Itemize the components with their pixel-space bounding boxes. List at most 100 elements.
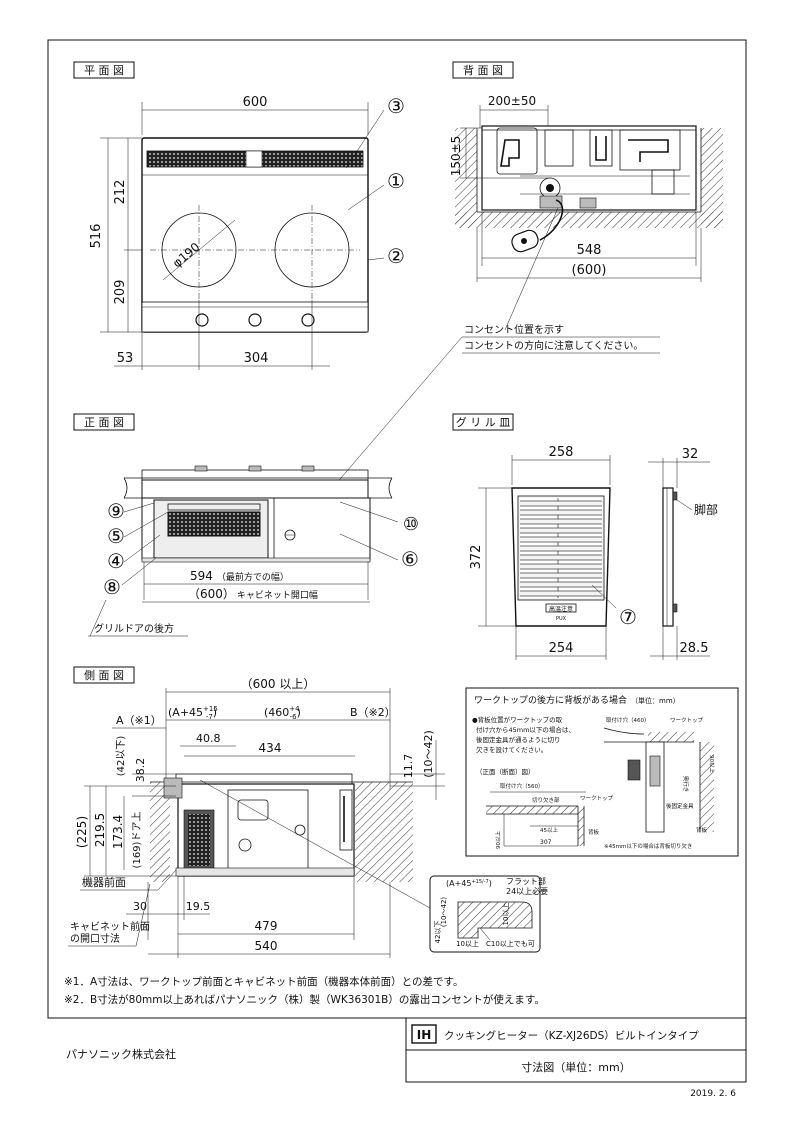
worktop-label-b: ワークトップ <box>580 795 614 802</box>
side-dim-1734: 173.4 <box>111 815 125 849</box>
grill-side-profile <box>662 487 674 627</box>
worktop-back-plate: 背板 <box>588 828 600 836</box>
knob-right <box>301 313 315 327</box>
back-body <box>481 125 697 211</box>
title-company: パナソニック株式会社 <box>66 1047 176 1061</box>
grill-view-label: グ リ ル 皿 <box>456 415 511 429</box>
grill-plate-mark: PUX <box>556 616 567 622</box>
worktop-note-4: 欠きを設けてください。 <box>476 745 547 754</box>
worktop-note-1: ●背板位置がワークトップの取 <box>472 715 563 724</box>
side-overall-dim: （600 以上） <box>241 677 316 691</box>
worktop-back-plate-detail: ワークトップの後方に背板がある場合（単位：mm） ●背板位置がワークトップの取 … <box>465 687 739 857</box>
side-b-label: B（※2） <box>350 706 396 719</box>
back-opening-dim: (600) <box>572 263 607 278</box>
grill-door-note: グリルドアの後方 <box>94 622 174 635</box>
grill-width-bottom-dim: 254 <box>549 641 574 656</box>
worktop-note-bottom: ※45mm以下の場合は背板切り欠き <box>604 842 692 850</box>
callout-4: ④ <box>107 549 125 573</box>
side-dim-1042: (10～42) <box>422 730 435 778</box>
knob-left <box>195 313 209 327</box>
plan-top-dim: 212 <box>113 180 128 205</box>
callout-7: ⑦ <box>619 605 637 629</box>
side-c-dim: (460+4-6) <box>264 705 301 721</box>
side-dim-117: 11.7 <box>402 754 415 779</box>
callout-9: ⑨ <box>107 499 125 523</box>
worktop-back-plate-b: 背板 <box>696 826 708 834</box>
worktop-90b: 90以上 <box>708 755 716 773</box>
knob-center <box>248 313 262 327</box>
grill-thickness-dim: 32 <box>682 447 699 462</box>
detail-worktop-edge: (A+45+15/-7) フラット部 24以上必要 (10～42) 10以上 4… <box>429 875 548 953</box>
plan-left-margin-dim: 53 <box>117 351 134 366</box>
worktop-hole-460: 取付け穴（460） <box>606 716 650 724</box>
title-drawing: 寸法図（単位：mm） <box>521 1060 630 1074</box>
plan-view-label: 平 面 図 <box>84 64 124 77</box>
front-width-dim: 594（最前方での幅） <box>190 569 289 583</box>
detail-10b: 10以上 <box>456 939 479 948</box>
side-dim-30: 30 <box>133 900 147 913</box>
side-dim-42: (42以下) <box>116 736 127 777</box>
cabinet-front-note-1: キャビネット前面 <box>70 920 150 933</box>
side-dim-408: 40.8 <box>196 732 221 745</box>
back-outlet-height-dim: 150±5 <box>449 136 463 177</box>
side-front-label: 機器前面 <box>82 875 126 889</box>
back-outlet-span-dim: 200±50 <box>488 94 536 108</box>
callout-2: ② <box>387 244 405 268</box>
worktop-hole-560: 取付け穴（560） <box>500 782 544 790</box>
title-date: 2019. 2. 6 <box>690 1089 736 1099</box>
grill-height-dim: 372 <box>469 545 484 570</box>
front-cabinet-dim: （600）キャビネット開口幅 <box>188 587 318 601</box>
side-dim-434: 434 <box>259 741 282 755</box>
side-a-label: A（※1） <box>116 714 162 727</box>
worktop-label-a: ワークトップ <box>670 717 704 724</box>
worktop-90: 90以上 <box>494 831 502 849</box>
note-2: ※2．B寸法が80mm以上あればパナソニック（株）製（WK36301B）の露出コ… <box>64 993 545 1006</box>
title-block: IH クッキングヒーター（KZ-XJ26DS）ビルトインタイプ 寸法図（単位：m… <box>66 1017 747 1099</box>
detail-1042: (10～42) <box>440 897 448 928</box>
worktop-fixture: 後固定金具 <box>666 802 694 810</box>
plan-view: 平 面 図 600 φ190 516 212 209 <box>73 61 405 370</box>
worktop-cut: 切り欠き部 <box>532 796 560 804</box>
detail-flat-2: 24以上必要 <box>506 886 548 896</box>
worktop-section-label: （正面（断面）図） <box>476 767 535 776</box>
detail-flat-1: フラット部 <box>506 876 546 886</box>
callout-8: ⑧ <box>103 575 121 599</box>
front-view: 正 面 図 ⑨ ⑤ ④ ⑧ ⑩ ⑥ <box>73 413 419 637</box>
worktop-note-3: 後固定金具が通るように切り <box>476 735 561 744</box>
side-dim-2195: 219.5 <box>93 813 107 847</box>
sheet-border <box>47 39 747 1019</box>
detail-c10: C10以上でも可 <box>486 939 535 948</box>
worktop-depth: 奥行き <box>682 776 690 793</box>
grill-pan-view: グ リ ル 皿 258 高温注意 PUX 372 254 ⑦ 32 脚部 <box>452 413 718 660</box>
grill-leg-label: 脚部 <box>694 502 718 517</box>
detail-a45-dim: (A+45+15/-7) <box>446 879 492 888</box>
side-view: 側 面 図 （600 以上） A（※1） (A+45+15-7) (460+4-… <box>68 666 445 958</box>
callout-5: ⑤ <box>107 524 125 548</box>
back-view: 背 面 図 200±50 <box>291 61 723 536</box>
grill-plate-label: 高温注意 <box>549 605 573 613</box>
callout-10: ⑩ <box>403 514 419 535</box>
cabinet-front-note-2: の開口寸法 <box>70 932 120 945</box>
grill-leg-offset-dim: 28.5 <box>680 641 709 656</box>
plan-depth-dim: 516 <box>89 224 104 249</box>
title-brand: IH <box>417 1028 432 1042</box>
detail-42: 42以下 <box>434 921 442 944</box>
side-dim-479: 479 <box>255 919 278 933</box>
plan-burner-pitch-dim: 304 <box>244 351 269 366</box>
side-a-dim: (A+45+15-7) <box>168 705 218 721</box>
title-product: クッキングヒーター（KZ-XJ26DS）ビルトインタイプ <box>444 1029 699 1042</box>
grill-window <box>167 511 261 537</box>
callout-1: ① <box>387 169 405 193</box>
worktop-307: 307 <box>540 839 552 846</box>
worktop-title: ワークトップの後方に背板がある場合（単位：mm） <box>474 694 680 706</box>
worktop-note-2: 付け穴から45mm以下の場合は、 <box>476 725 575 734</box>
side-dim-169: (169)ドア上 <box>131 812 143 869</box>
grill-width-top-dim: 258 <box>549 445 574 460</box>
callout-3: ③ <box>387 94 405 118</box>
side-dim-225: (225) <box>75 816 89 848</box>
worktop-45: 45以上 <box>540 826 558 834</box>
side-dim-382: 38.2 <box>134 758 147 783</box>
callout-6: ⑥ <box>401 547 419 571</box>
plan-width-dim: 600 <box>243 95 268 110</box>
plan-bottom-dim: 209 <box>113 280 128 305</box>
